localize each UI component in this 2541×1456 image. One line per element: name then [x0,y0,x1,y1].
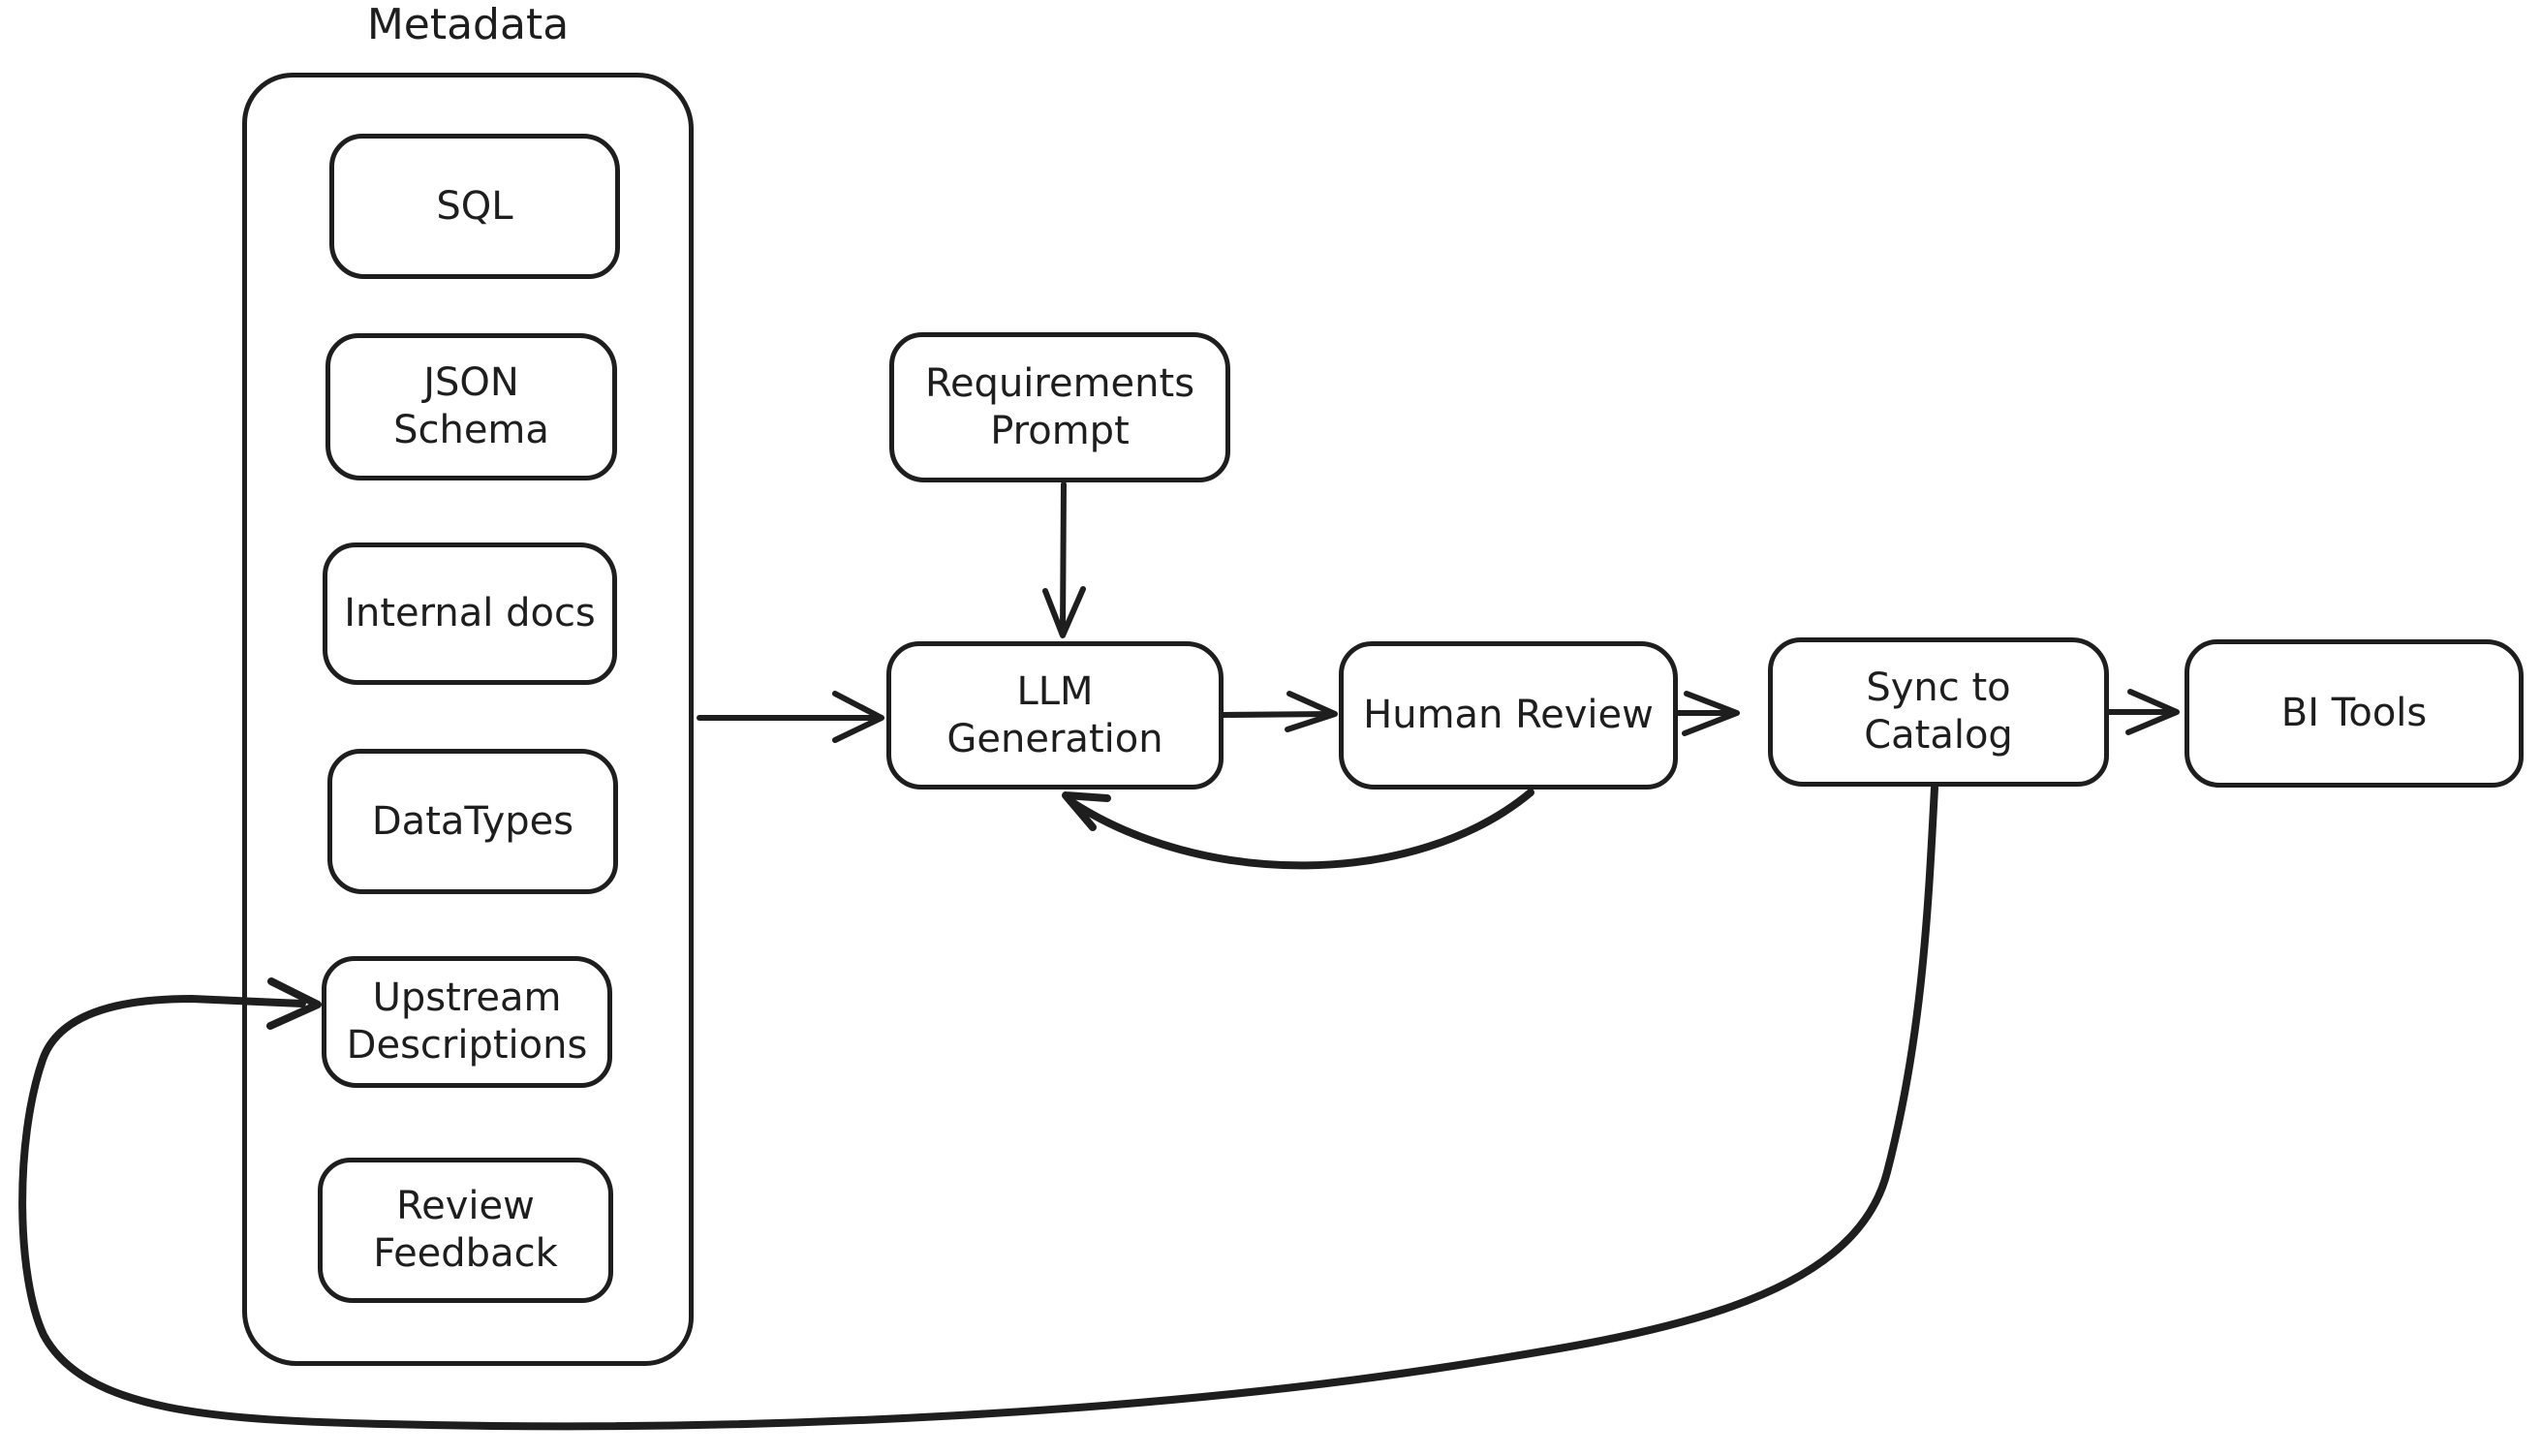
node-upstream-descriptions: Upstream Descriptions [322,956,612,1088]
node-review-feedback: Review Feedback [318,1158,613,1303]
node-internal-docs: Internal docs [323,542,617,685]
metadata-group-label: Metadata [366,0,570,49]
node-datatypes: DataTypes [327,749,618,894]
node-sync-to-catalog: Sync to Catalog [1768,637,2109,787]
node-sql: SQL [329,134,620,279]
edge-human-review-to-sync [1675,691,1740,736]
node-requirements-prompt: Requirements Prompt [889,332,1230,482]
edge-llm-to-human-review [1221,691,1338,732]
node-bi-tools: BI Tools [2185,639,2524,788]
edge-metadata-to-llm [697,691,884,743]
node-human-review: Human Review [1339,641,1678,790]
node-json-schema: JSON Schema [325,333,617,480]
edge-requirements-to-llm [1042,481,1086,638]
edge-human-review-feedback-to-llm [1062,789,1534,870]
edge-sync-to-bi-tools [2106,689,2180,735]
node-llm-generation: LLM Generation [886,641,1224,790]
